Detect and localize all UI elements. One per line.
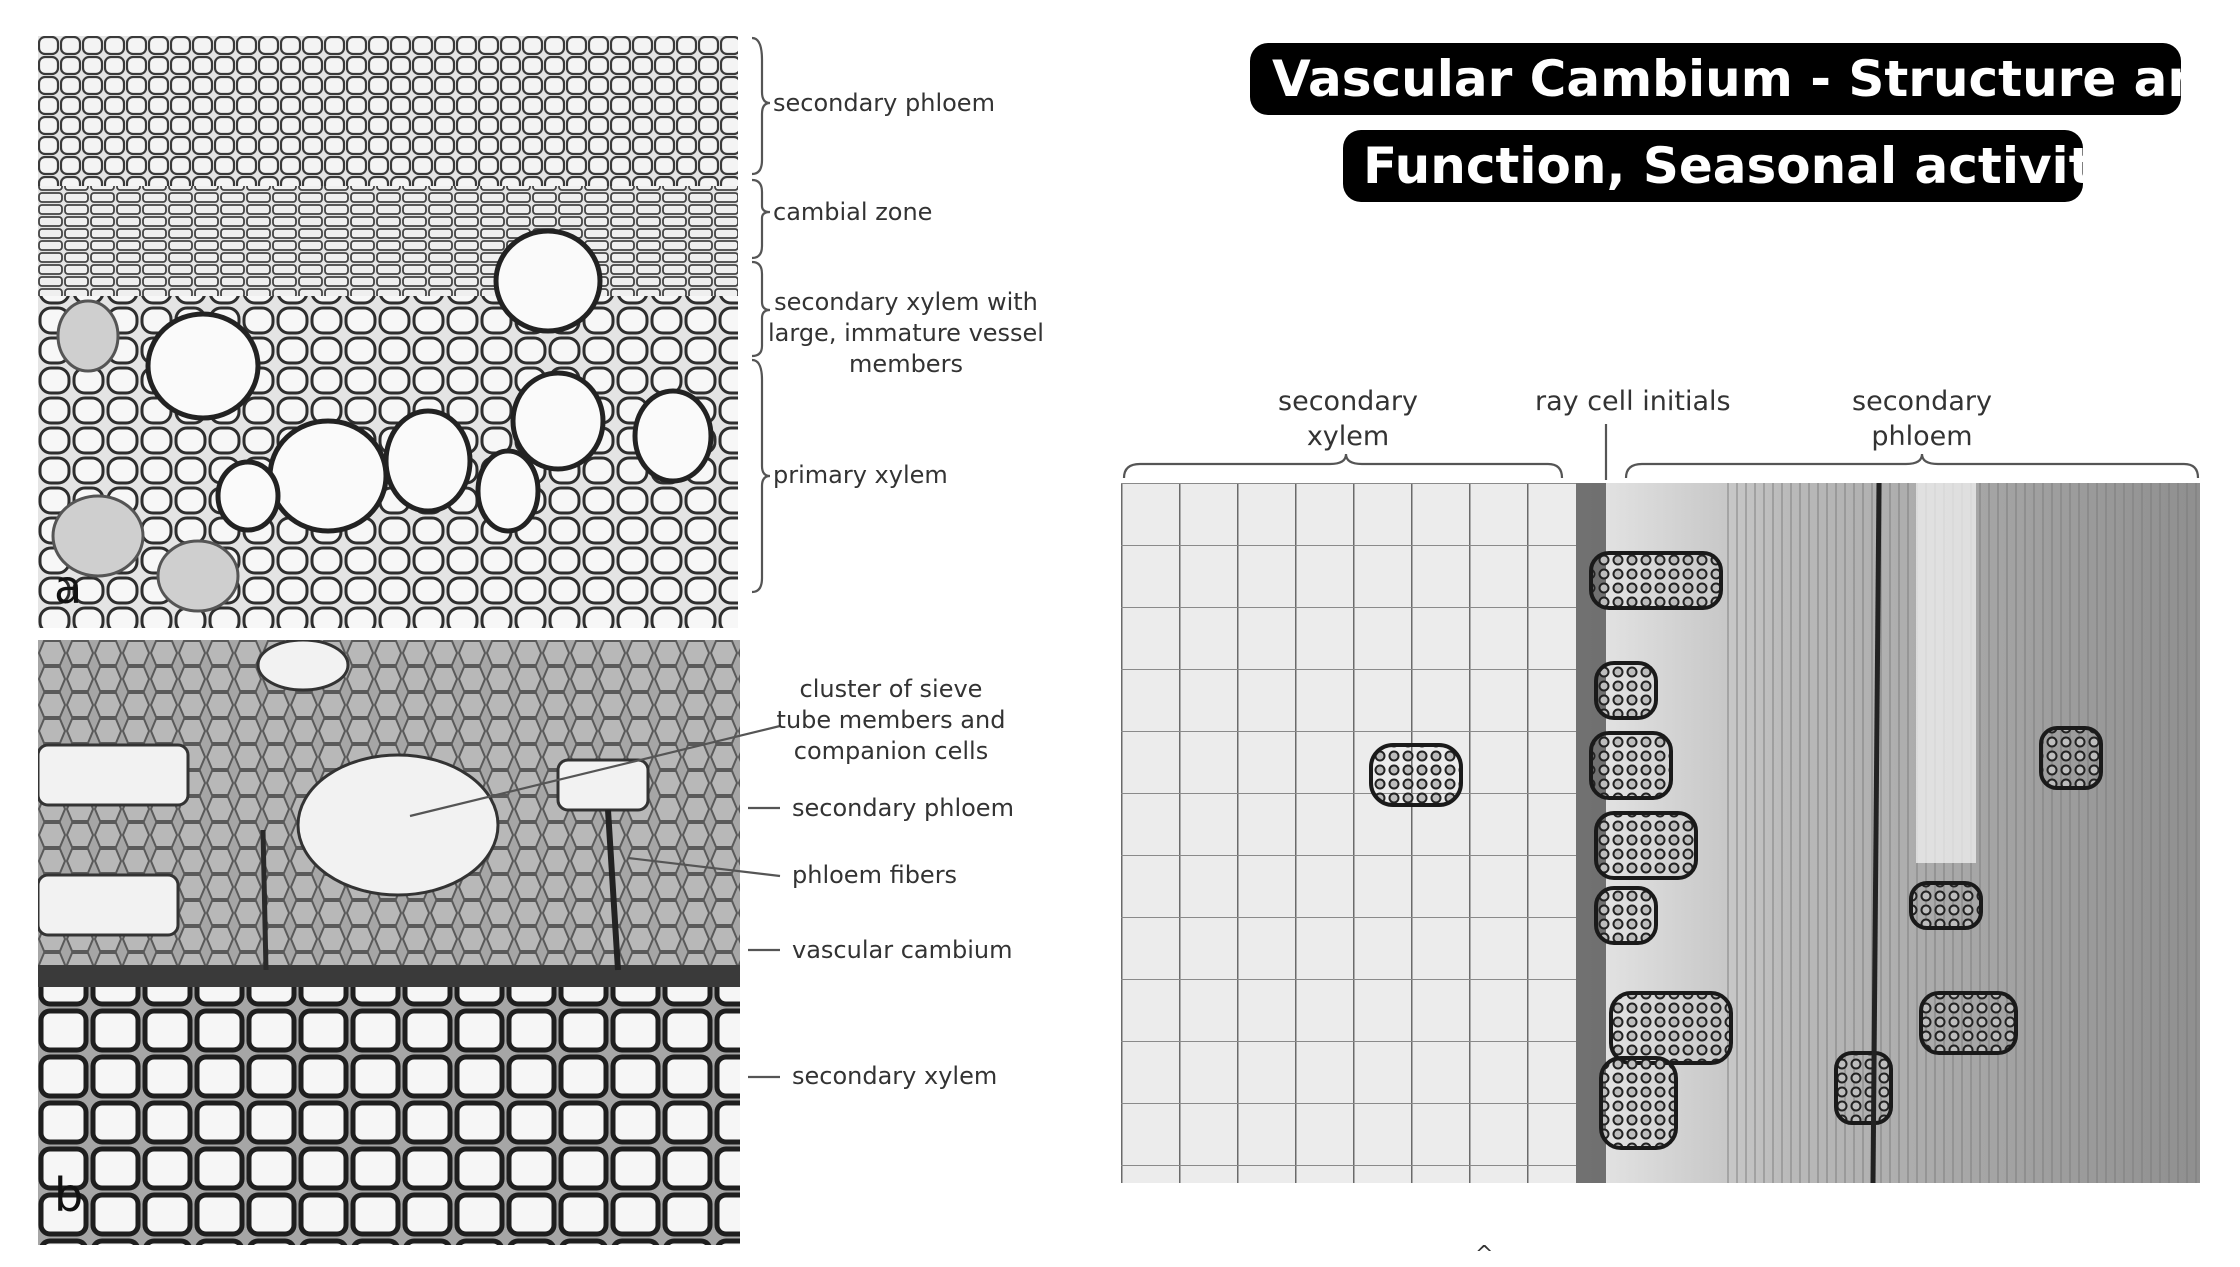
title-line1: Vascular Cambium - Structure and [1250, 43, 2239, 115]
label-secondary-xylem-c-line2: xylem [1306, 421, 1390, 452]
label-sieve-cluster-line1: cluster of sieve [799, 675, 983, 703]
label-vascular-cambium: vascular cambium [792, 936, 1013, 964]
label-secondary-xylem-line2: large, immature vessel [768, 319, 1044, 347]
label-secondary-phloem-c-line1: secondary [1852, 386, 1992, 417]
footer-caret: ^ [1475, 1242, 1494, 1267]
label-secondary-phloem-b: secondary phloem [792, 794, 1014, 822]
label-ray-cell-initials: ray cell initials [1535, 386, 1731, 417]
label-sieve-cluster-line2: tube members and [776, 706, 1006, 734]
label-secondary-xylem-c-line1: secondary [1278, 386, 1418, 417]
label-phloem-fibers: phloem fibers [792, 861, 958, 889]
label-secondary-phloem-c: secondary phloem [1802, 384, 2042, 454]
micrograph-c [1121, 483, 2200, 1183]
label-secondary-phloem-c-line2: phloem [1871, 421, 1973, 452]
panel-b-letter: b [54, 1168, 84, 1222]
label-sieve-cluster: cluster of sieve tube members and compan… [758, 674, 1024, 767]
label-secondary-phloem-a: secondary phloem [773, 89, 995, 117]
label-secondary-xylem-immature: secondary xylem with large, immature ves… [768, 287, 1044, 380]
label-secondary-xylem-line3: members [849, 350, 963, 378]
micrograph-b [38, 640, 740, 1245]
panel-a-letter: a [54, 560, 83, 614]
label-cambial-zone: cambial zone [773, 198, 933, 226]
label-sieve-cluster-line3: companion cells [793, 737, 989, 765]
label-secondary-xylem-line1: secondary xylem with [774, 288, 1038, 316]
title-line2: Function, Seasonal activity [1343, 130, 2125, 202]
label-secondary-xylem-c: secondary xylem [1228, 384, 1468, 454]
label-secondary-xylem-b: secondary xylem [792, 1062, 998, 1090]
label-primary-xylem: primary xylem [773, 461, 948, 489]
micrograph-a [38, 36, 738, 628]
